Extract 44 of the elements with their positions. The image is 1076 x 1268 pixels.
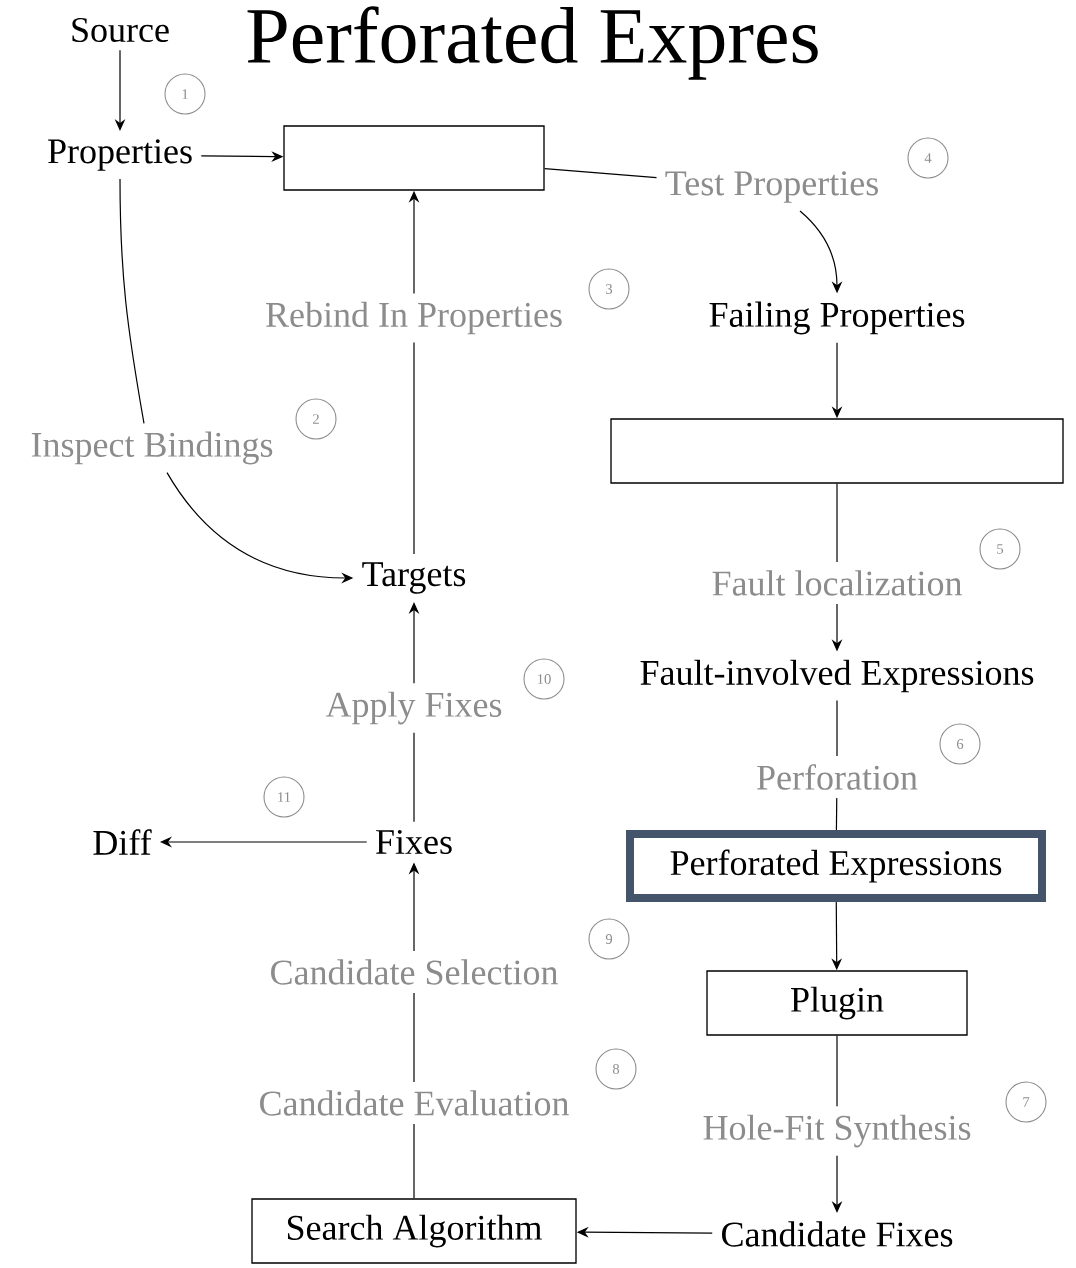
connector-line [413, 992, 415, 1083]
connector-line [413, 732, 415, 823]
text-label: Failing Properties [709, 301, 965, 335]
callout-number: 10 [523, 658, 565, 700]
connector-line [413, 1123, 415, 1199]
connector-line [836, 700, 838, 757]
process-box [283, 125, 545, 191]
callout-number: 11 [263, 776, 305, 818]
connector-line [413, 342, 415, 555]
step-label: Apply Fixes [325, 691, 502, 725]
step-label: Test Properties [665, 171, 878, 203]
text-label: Fixes [376, 829, 452, 855]
step-label: Inspect Bindings [31, 431, 273, 465]
connector-line [119, 178, 145, 424]
step-label: Perforation [757, 764, 918, 790]
connector-line [544, 168, 658, 179]
step-label: Candidate Selection [271, 959, 558, 985]
highlighted-box: Perforated Expressions [626, 830, 1046, 902]
process-box [610, 418, 1064, 484]
callout-number: 3 [588, 268, 630, 310]
callout-number: 9 [588, 918, 630, 960]
step-label: Candidate Evaluation [260, 1090, 569, 1116]
callout-number: 1 [164, 73, 206, 115]
text-label: Targets [362, 562, 466, 594]
connector-line [836, 1035, 838, 1107]
title: Perforated Expres [247, 6, 818, 80]
text-label: Source [72, 17, 169, 43]
callout-number: 5 [979, 528, 1021, 570]
process-box: Search Algorithm [251, 1198, 577, 1264]
callout-number: 4 [907, 137, 949, 179]
text-label: Fault-involved Expressions [640, 659, 1034, 693]
text-label: Properties [48, 139, 192, 171]
process-box: Plugin [706, 970, 968, 1036]
step-label: Rebind In Properties [266, 301, 562, 335]
callout-number: 8 [595, 1048, 637, 1090]
step-label: Fault localization [712, 570, 962, 596]
step-label: Hole-Fit Synthesis [703, 1114, 971, 1148]
text-label: Diff [93, 829, 152, 855]
connector-line [835, 797, 838, 831]
callout-number: 7 [1005, 1081, 1047, 1123]
callout-number: 2 [295, 398, 337, 440]
connector-line [836, 483, 838, 563]
callout-number: 6 [939, 723, 981, 765]
text-label: Candidate Fixes [722, 1221, 953, 1247]
